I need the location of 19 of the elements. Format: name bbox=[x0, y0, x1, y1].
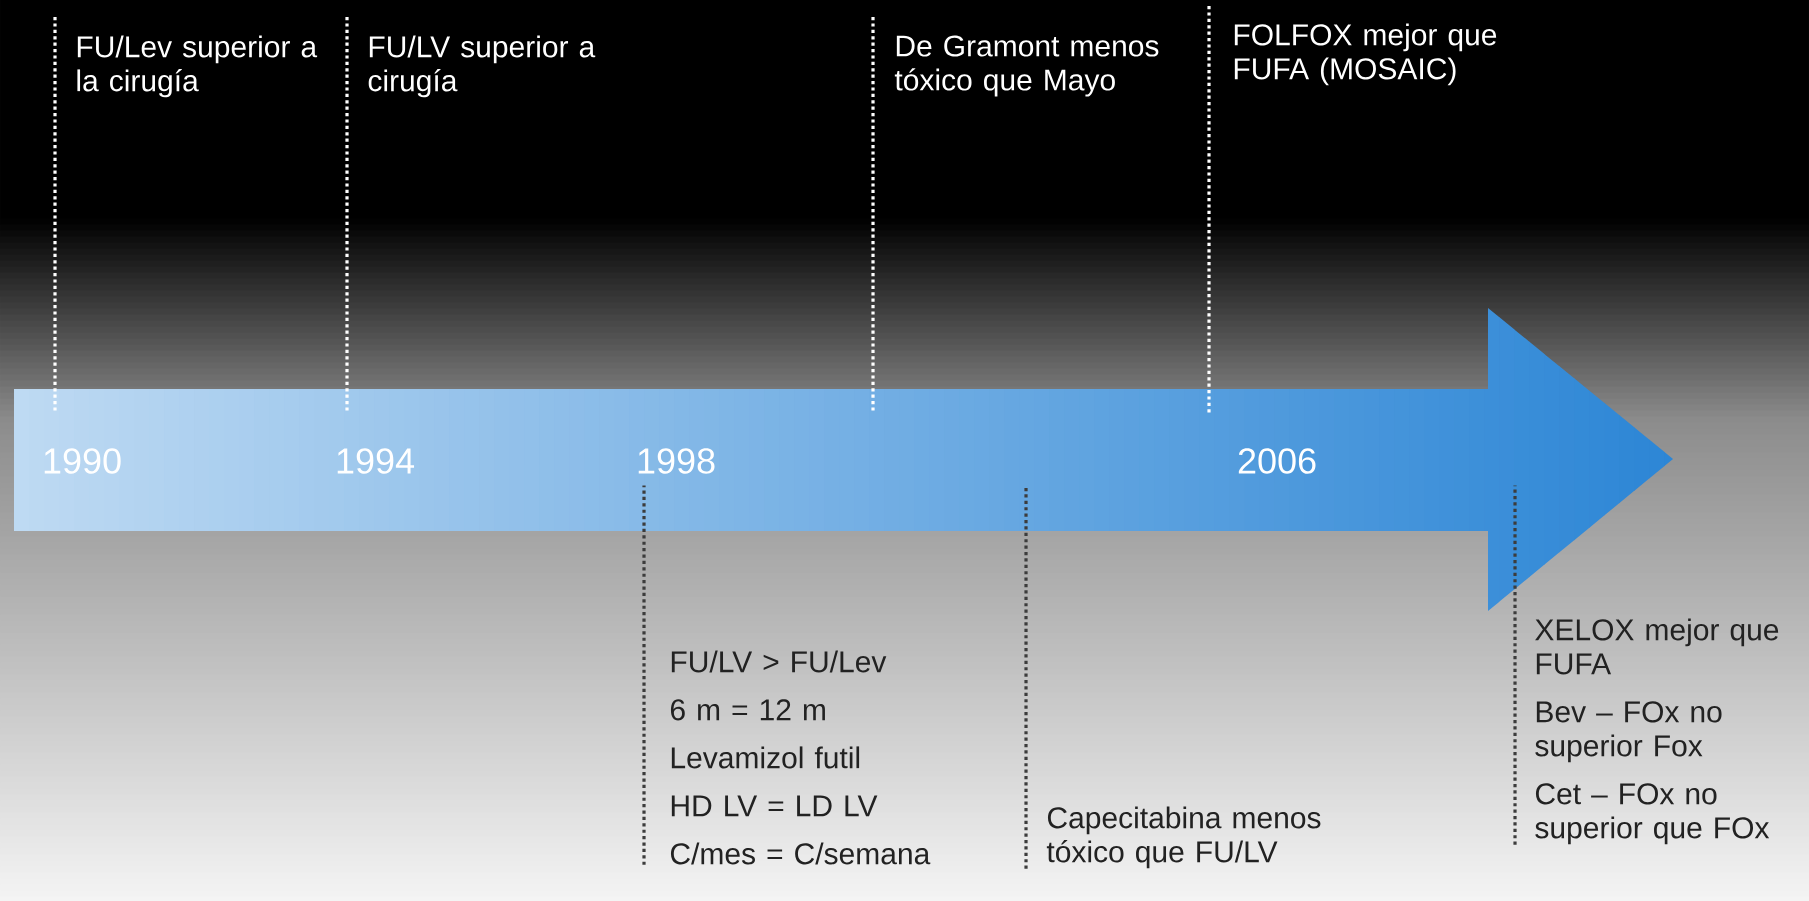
year-label: 2006 bbox=[1238, 448, 1316, 474]
callout-text: Capecitabina menos tóxico que FU/LV bbox=[1046, 806, 1321, 869]
leader-line bbox=[53, 17, 57, 414]
leader-line bbox=[1513, 485, 1517, 845]
callout-text: De Gramont menos tóxico que Mayo bbox=[894, 35, 1159, 97]
timeline-arrow bbox=[14, 308, 1673, 611]
callout-text: FU/LV > FU/Lev 6 m = 12 m Levamizol futil HD LV = LD LV C/mes = C/semana bbox=[670, 650, 931, 865]
callout-text: XELOX mejor que FUFA Bev – FOx no superior Fox Cet – FOx no superior que FOx bbox=[1535, 618, 1779, 845]
year-label: 1998 bbox=[638, 448, 715, 474]
leader-line bbox=[871, 17, 875, 414]
year-label: 1990 bbox=[44, 448, 121, 474]
callout-text: FOLFOX mejor que FUFA (MOSAIC) bbox=[1234, 23, 1497, 86]
year-label: 1994 bbox=[337, 448, 415, 474]
leader-line bbox=[345, 17, 349, 414]
callout-text: FU/LV superior a cirugía bbox=[368, 35, 596, 98]
leader-line bbox=[1024, 485, 1028, 869]
callout-text: FU/Lev superior a la cirugía bbox=[77, 35, 318, 98]
leader-line bbox=[642, 485, 646, 865]
leader-line bbox=[1207, 6, 1211, 414]
